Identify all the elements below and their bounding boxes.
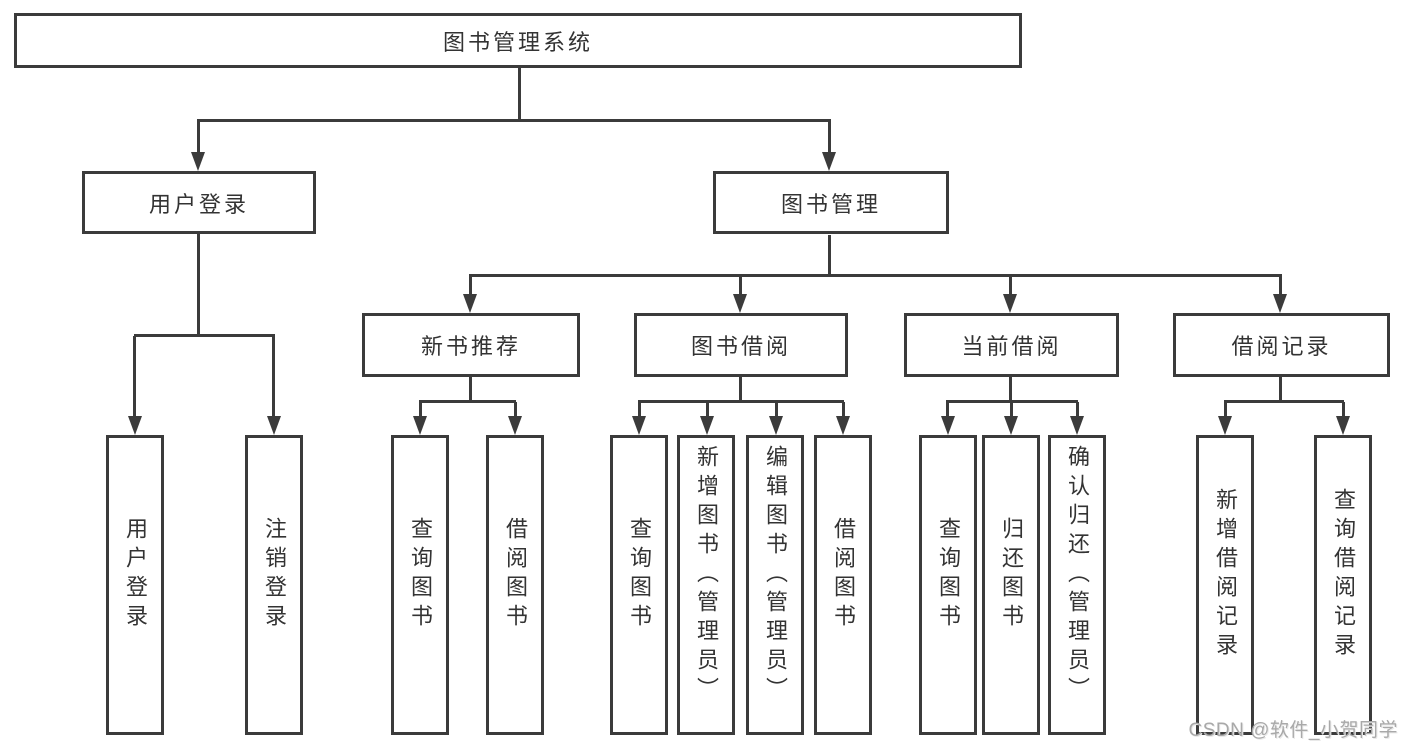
node-label: 用户登录	[148, 191, 249, 217]
connector-level3-drop	[739, 277, 742, 295]
arrow-down-icon	[1273, 294, 1287, 313]
connector-level3-drop	[469, 277, 472, 295]
connector-book-borrow-rail	[638, 400, 844, 403]
node-book-management: 图书管理	[713, 171, 949, 234]
node-label: 用户登录	[123, 517, 148, 633]
node-leaf-logout: 注销登录	[245, 435, 303, 735]
arrow-down-icon	[128, 416, 142, 435]
node-label: 当前借阅	[961, 334, 1062, 359]
node-label: 图书借阅	[690, 334, 791, 359]
connector-borrow-records-stem	[1279, 377, 1282, 402]
connector-leaf-drop	[272, 336, 275, 418]
node-label: 新增借阅记录	[1213, 488, 1238, 662]
node-library-system: 图书管理系统	[14, 13, 1022, 68]
node-label: 查询借阅记录	[1331, 488, 1356, 662]
node-leaf-confirm-return-admin: 确认归还（管理员）	[1048, 435, 1106, 735]
arrow-down-icon	[1218, 416, 1232, 435]
connector-leaf-drop	[133, 336, 136, 418]
connector-leaf-drop	[1342, 402, 1345, 418]
connector-level2-rail	[197, 119, 831, 122]
arrow-down-icon	[632, 416, 646, 435]
arrow-down-icon	[733, 294, 747, 313]
node-label: 确认归还（管理员）	[1065, 444, 1090, 706]
arrow-down-icon	[836, 416, 850, 435]
node-leaf-add-book-admin: 新增图书（管理员）	[677, 435, 735, 735]
arrow-down-icon	[413, 416, 427, 435]
node-leaf-borrow-book: 借阅图书	[486, 435, 544, 735]
node-leaf-edit-book-admin: 编辑图书（管理员）	[746, 435, 804, 735]
connector-current-borrow-rail	[946, 400, 1078, 403]
node-label: 借阅记录	[1231, 334, 1332, 359]
node-borrow-records: 借阅记录	[1173, 313, 1390, 377]
arrow-down-icon	[1004, 416, 1018, 435]
arrow-down-icon	[191, 152, 205, 171]
connector-leaf-drop	[1224, 402, 1227, 418]
node-label: 查询图书	[936, 517, 961, 633]
connector-book-borrow-stem	[739, 377, 742, 402]
arrow-down-icon	[267, 416, 281, 435]
connector-book-mgmt-stem	[828, 235, 831, 276]
arrow-down-icon	[463, 294, 477, 313]
node-leaf-user-login: 用户登录	[106, 435, 164, 735]
node-leaf-add-borrow-record: 新增借阅记录	[1196, 435, 1254, 735]
connector-new-book-stem	[469, 377, 472, 402]
connector-leaf-drop	[706, 402, 709, 418]
node-user-login: 用户登录	[82, 171, 316, 234]
connector-leaf-drop	[1076, 402, 1079, 418]
node-label: 借阅图书	[503, 517, 528, 633]
node-label: 查询图书	[627, 517, 652, 633]
connector-borrow-records-rail	[1224, 400, 1344, 403]
connector-book-mgmt-drop	[828, 121, 831, 154]
node-leaf-borrow-book: 借阅图书	[814, 435, 872, 735]
connector-level3-drop	[1009, 277, 1012, 295]
connector-level3-drop	[1279, 277, 1282, 295]
node-leaf-query-book: 查询图书	[919, 435, 977, 735]
node-book-borrowing: 图书借阅	[634, 313, 848, 377]
arrow-down-icon	[822, 152, 836, 171]
connector-leaf-drop	[946, 402, 949, 418]
connector-leaf-drop	[842, 402, 845, 418]
connector-user-login-drop	[197, 121, 200, 154]
node-label: 注销登录	[262, 517, 287, 633]
connector-user-login-stem	[197, 234, 200, 336]
node-label: 编辑图书（管理员）	[763, 444, 788, 706]
node-label: 新增图书（管理员）	[694, 444, 719, 706]
node-label: 查询图书	[408, 517, 433, 633]
connector-new-book-rail	[419, 400, 516, 403]
connector-leaf-drop	[419, 402, 422, 418]
arrow-down-icon	[941, 416, 955, 435]
node-label: 新书推荐	[420, 334, 521, 359]
connector-level3-rail	[469, 274, 1282, 277]
csdn-watermark: CSDN @软件_小贺同学	[1188, 720, 1398, 741]
node-new-book-recommend: 新书推荐	[362, 313, 580, 377]
node-leaf-query-book: 查询图书	[610, 435, 668, 735]
node-current-borrowing: 当前借阅	[904, 313, 1119, 377]
arrow-down-icon	[769, 416, 783, 435]
node-label: 归还图书	[999, 517, 1024, 633]
arrow-down-icon	[1070, 416, 1084, 435]
node-leaf-query-book: 查询图书	[391, 435, 449, 735]
node-leaf-return-book: 归还图书	[982, 435, 1040, 735]
node-label: 借阅图书	[831, 517, 856, 633]
node-label: 图书管理系统	[442, 29, 593, 55]
arrow-down-icon	[1003, 294, 1017, 313]
connector-leaf-drop	[514, 402, 517, 418]
connector-user-login-rail	[134, 334, 275, 337]
connector-leaf-drop	[638, 402, 641, 418]
node-leaf-query-borrow-record: 查询借阅记录	[1314, 435, 1372, 735]
connector-current-borrow-stem	[1009, 377, 1012, 402]
arrow-down-icon	[700, 416, 714, 435]
node-label: 图书管理	[780, 191, 881, 217]
connector-root-stem	[518, 68, 521, 120]
connector-leaf-drop	[775, 402, 778, 418]
arrow-down-icon	[1336, 416, 1350, 435]
connector-leaf-drop	[1010, 402, 1013, 418]
arrow-down-icon	[508, 416, 522, 435]
